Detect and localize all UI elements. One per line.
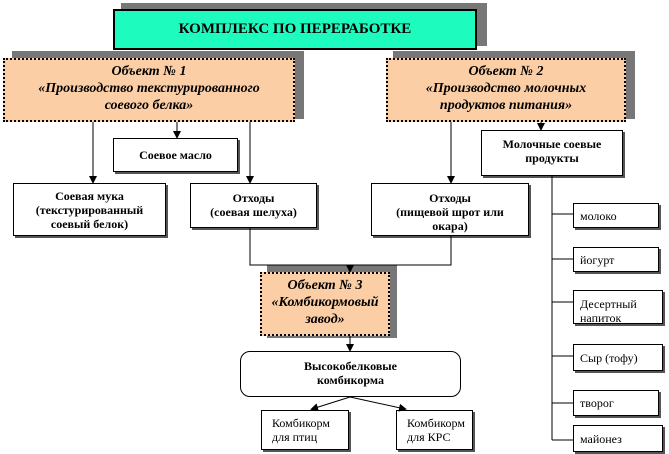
feed-birds-line2: для птиц (272, 430, 318, 444)
feed-line1: Высокобелковые (304, 359, 397, 373)
object1-heading: Объект № 1 (111, 64, 187, 79)
object2-box: Объект № 2 «Производство молочных продук… (386, 58, 626, 122)
product-label: молоко (580, 208, 617, 223)
waste2-line3: окара) (432, 219, 468, 233)
waste2-line2: (пищевой шрот или (396, 205, 504, 219)
product-label: йогурт (580, 252, 615, 267)
soy-flour-line1: Соевая мука (55, 189, 124, 203)
feed-line2: комбикорма (317, 373, 384, 387)
title-text: КОМПЛЕКС ПО ПЕРЕРАБОТКЕ (178, 21, 412, 37)
soy-oil-box: Соевое масло (113, 138, 238, 172)
product-item-tofu: Сыр (тофу) (573, 344, 663, 371)
arrow-feed-birds (310, 396, 351, 412)
object3-line3: завод» (305, 312, 345, 327)
waste1-box: Отходы (соевая шелуха) (190, 183, 317, 228)
dairy-soy-box: Молочные соевые продукты (481, 130, 623, 176)
waste2-box: Отходы (пищевой шрот или окара) (371, 183, 529, 236)
object3-heading: Объект № 3 (287, 278, 363, 293)
feed-cattle-line2: для КРС (407, 430, 451, 444)
soy-flour-line2: (текстурированный (35, 203, 144, 217)
line-waste2-junction (350, 236, 452, 266)
product-item-curd: творог (573, 390, 659, 416)
feed-birds-line1: Комбикорм (272, 416, 330, 430)
arrow-feed-cattle (349, 396, 407, 412)
feed-box: Высокобелковые комбикорма (240, 351, 461, 397)
object2-line2: «Производство молочных (425, 81, 587, 96)
product-label: Сыр (тофу) (580, 350, 638, 365)
object1-box: Объект № 1 «Производство текстурированно… (3, 58, 295, 122)
product-label: майонез (580, 431, 622, 446)
line-waste1-junction (249, 228, 350, 266)
product-item-yogurt: йогурт (573, 247, 659, 272)
object1-line3: соевого белка» (104, 98, 194, 113)
object3-box: Объект № 3 «Комбикормовый завод» (260, 272, 390, 336)
object3-line2: «Комбикормовый (271, 295, 379, 310)
dairy-soy-line2: продукты (525, 151, 579, 165)
waste2-line1: Отходы (429, 191, 471, 205)
soy-flour-line3: соевый белок) (50, 217, 129, 231)
dairy-soy-line1: Молочные соевые (502, 137, 602, 151)
product-label: Десертный напиток (580, 297, 637, 324)
page-title: КОМПЛЕКС ПО ПЕРЕРАБОТКЕ (113, 9, 477, 50)
feed-birds-box: Комбикорм для птиц (261, 410, 349, 450)
waste1-line2: (соевая шелуха) (210, 205, 297, 219)
object2-heading: Объект № 2 (468, 64, 544, 79)
feed-cattle-line1: Комбикорм (407, 416, 465, 430)
product-item-dessert-drink: Десертный напиток (573, 290, 663, 324)
waste1-line1: Отходы (232, 191, 275, 205)
feed-cattle-box: Комбикорм для КРС (396, 410, 473, 450)
object2-line3: продуктов питания» (439, 98, 573, 113)
soy-oil-label: Соевое масло (139, 148, 212, 162)
product-item-mayonnaise: майонез (573, 425, 663, 452)
product-item-milk: молоко (573, 203, 659, 228)
object1-line2: «Производство текстурированного (38, 81, 260, 96)
product-label: творог (580, 396, 614, 410)
